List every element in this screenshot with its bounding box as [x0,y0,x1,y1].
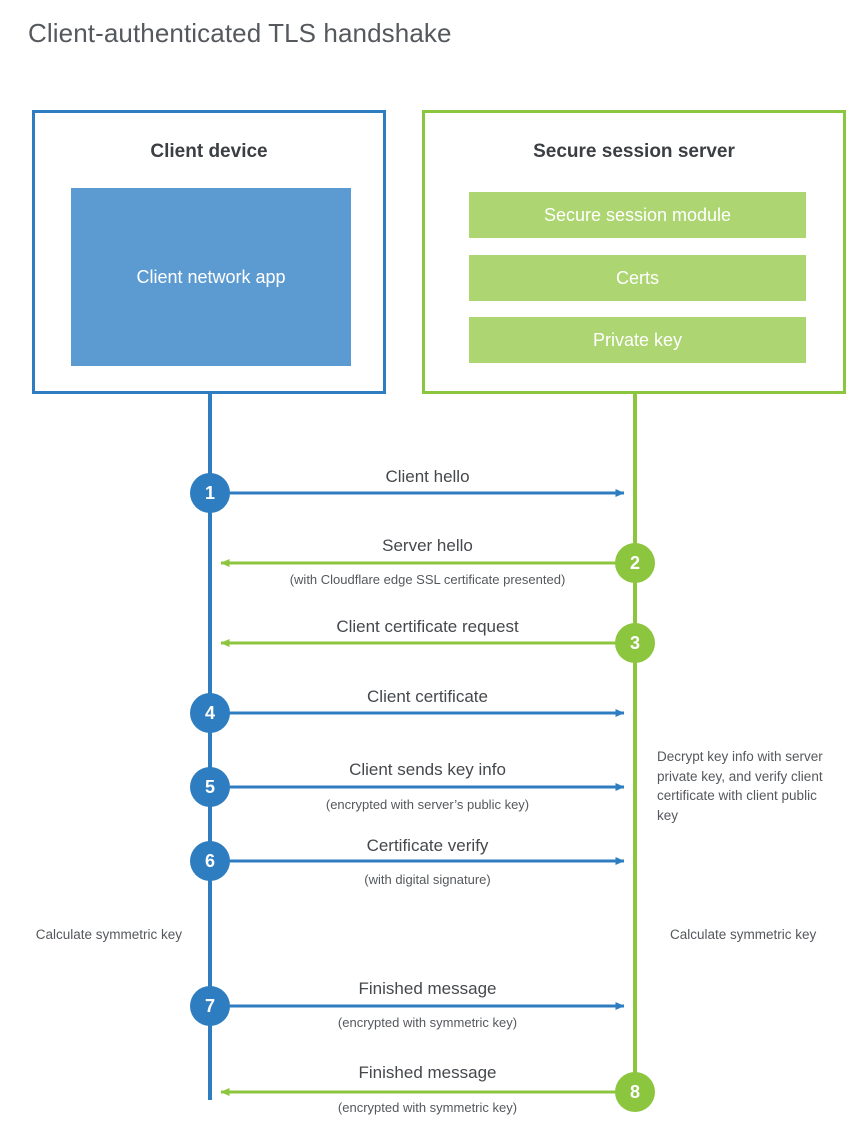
message-label-3: Client certificate request [336,617,519,636]
message-label-2: Server hello [382,536,473,555]
step-circle-7[interactable]: 7 [190,986,230,1026]
actor-box-client: Client device Client network app [32,110,386,394]
message-label-4: Client certificate [367,687,488,706]
private-key-block: Private key [469,317,806,363]
note-server-decrypt: Decrypt key info with server private key… [657,749,823,823]
secure-session-module-block: Secure session module [469,192,806,238]
actor-box-server: Secure session server Secure session mod… [422,110,846,394]
step-circle-6[interactable]: 6 [190,841,230,881]
page-title: Client-authenticated TLS handshake [28,18,452,48]
actor-title-server: Secure session server [533,141,735,162]
step-circle-3[interactable]: 3 [615,623,655,663]
step-circle-1[interactable]: 1 [190,473,230,513]
message-label-5: Client sends key info [349,760,506,779]
certs-block: Certs [469,255,806,301]
actor-title-client: Client device [150,141,268,162]
message-label-7: Finished message [358,979,497,998]
message-sublabel-2: (with Cloudflare edge SSL certificate pr… [289,572,566,587]
message-sublabel-8: (encrypted with symmetric key) [337,1100,518,1115]
step-circle-4[interactable]: 4 [190,693,230,733]
message-label-6: Certificate verify [366,836,489,855]
note-client-calculate-symmetric-key: Calculate symmetric key [35,927,182,942]
message-sublabel-6: (with digital signature) [364,872,491,887]
message-sublabel-7: (encrypted with symmetric key) [337,1015,518,1030]
message-label-1: Client hello [385,467,470,486]
note-server-calculate-symmetric-key: Calculate symmetric key [670,927,817,942]
client-network-app-block: Client network app [71,188,351,366]
step-circle-8[interactable]: 8 [615,1072,655,1112]
step-circle-5[interactable]: 5 [190,767,230,807]
message-label-8: Finished message [358,1063,497,1082]
message-sublabel-5: (encrypted with server’s public key) [325,797,530,812]
step-circle-2[interactable]: 2 [615,543,655,583]
